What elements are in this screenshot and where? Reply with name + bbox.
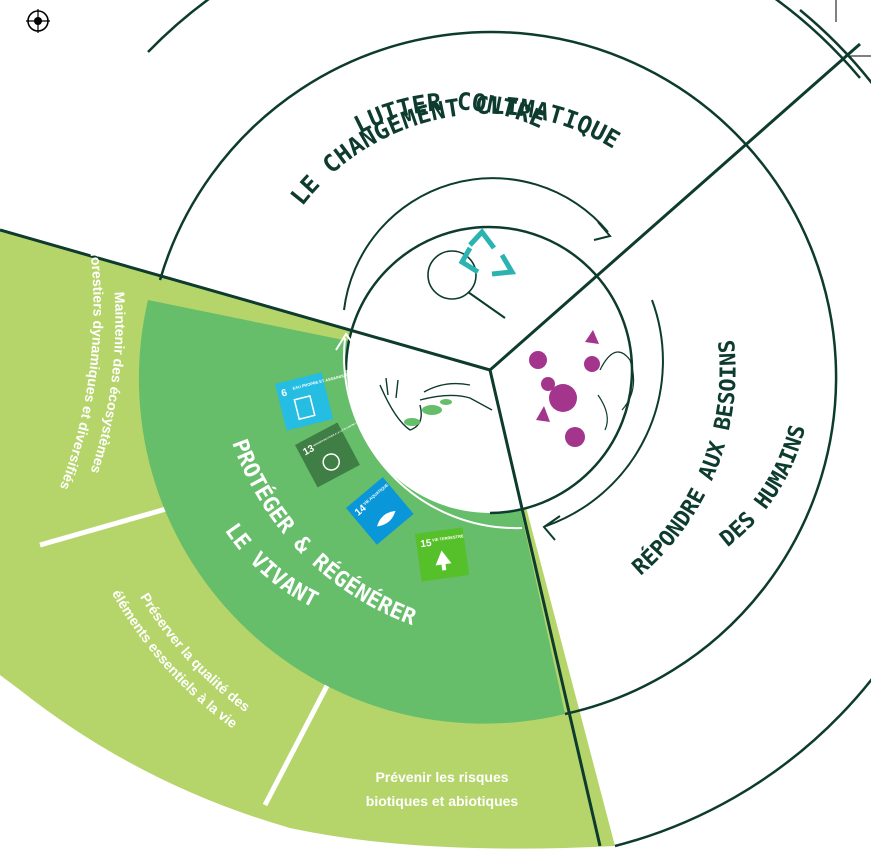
divider-left [0, 228, 491, 372]
risks-label-line2: biotiques et abiotiques [366, 793, 519, 809]
inner-ring-outline [344, 225, 634, 515]
sdg-badge-label: VIE TERRESTRE [432, 533, 464, 542]
flowers-icon [529, 330, 635, 447]
divider-right [489, 42, 861, 372]
cycle-arrow-left [335, 332, 523, 530]
band-divider-1 [39, 502, 181, 548]
climate-title-line2: LE CHANGEMENT CLIMATIQUE [285, 92, 624, 211]
sdg-badge-15: 15 VIE TERRESTRE [415, 527, 470, 582]
sdg-badge-number: 6 [280, 387, 288, 399]
sdg-badge-number: 13 [301, 443, 316, 458]
cycle-arrow-right [542, 299, 664, 541]
cycle-arrow-top [343, 177, 612, 311]
humans-title-line1: RÉPONDRE AUX BESOINS [628, 339, 742, 581]
outer-ring-outline-right [614, 9, 871, 848]
risks-label-line1: Prévenir les risques [375, 769, 508, 785]
divider-bottom [488, 369, 602, 847]
hands-leaves-icon [379, 377, 493, 431]
outer-ring-outline [147, 0, 861, 79]
recycle-magnifier-icon [427, 228, 517, 319]
registration-mark-icon [26, 9, 50, 33]
crop-mark-icon [835, 0, 871, 57]
band-divider-2 [262, 678, 333, 807]
middle-ring-outline [158, 30, 838, 716]
sdg-badge-number: 15 [420, 538, 433, 551]
